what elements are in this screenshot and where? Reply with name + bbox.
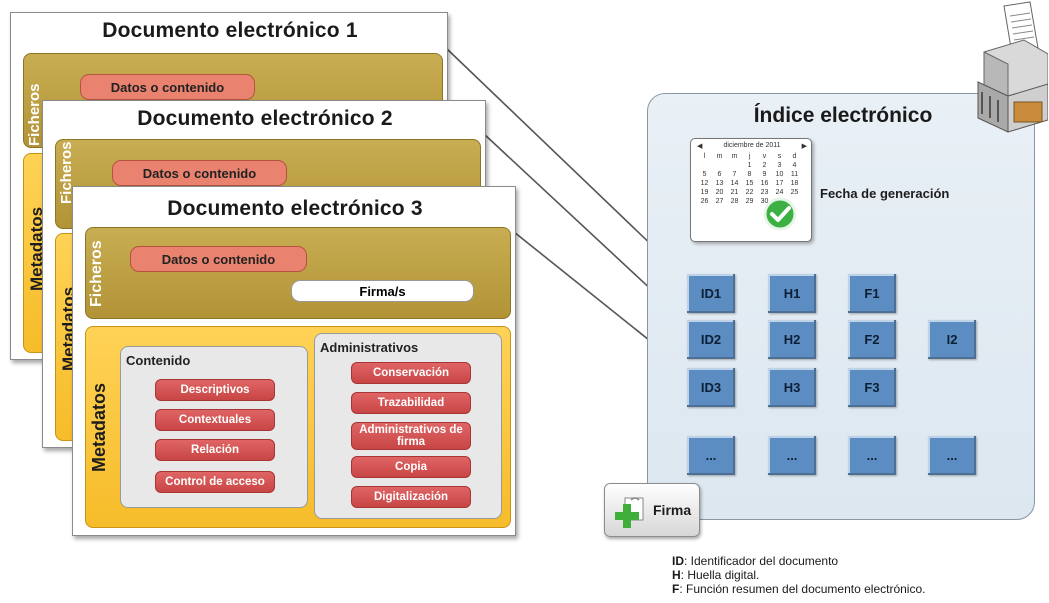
calendar-day: 4 xyxy=(792,162,797,169)
calendar-weekday: l xyxy=(703,153,706,160)
document-3-firmas: Firma/s xyxy=(291,280,474,302)
legend-f: F: Función resumen del documento electró… xyxy=(672,582,926,596)
administrativos-item: Copia xyxy=(351,456,471,478)
arrow-doc1 xyxy=(445,47,687,279)
tile-more: ... xyxy=(848,436,896,475)
administrativos-title: Administrativos xyxy=(320,340,419,355)
calendar-day: 8 xyxy=(747,171,752,178)
calendar-day: 21 xyxy=(730,189,739,196)
server-document-icon xyxy=(970,0,1049,140)
indice-electronico: Índice electrónico ◀diciembre de 2011▶ l… xyxy=(647,93,1035,520)
firma-button[interactable]: Firma xyxy=(604,483,700,537)
document-3-metadatos-label: Metadatos xyxy=(89,382,109,472)
add-signature-icon xyxy=(611,494,647,530)
contenido-item: Descriptivos xyxy=(155,379,275,401)
legend: ID: Identificador del documento H: Huell… xyxy=(672,554,1042,596)
calendar-day: 18 xyxy=(790,180,799,187)
administrativos-item: Conservación xyxy=(351,362,471,384)
calendar-day: 26 xyxy=(700,198,709,205)
tile-f2: F2 xyxy=(848,320,896,359)
fecha-label: Fecha de generación xyxy=(820,186,950,201)
calendar-weekday: d xyxy=(792,153,797,160)
calendar-day: 11 xyxy=(790,171,799,178)
calendar-day: 19 xyxy=(700,189,709,196)
calendar-day: 6 xyxy=(717,171,722,178)
calendar-day: 10 xyxy=(775,171,784,178)
tile-id3: ID3 xyxy=(687,368,735,407)
firma-button-label: Firma xyxy=(653,502,692,518)
calendar-day: 2 xyxy=(762,162,767,169)
calendar-weekday: j xyxy=(748,153,751,160)
calendar-weekday: s xyxy=(777,153,782,160)
calendar-day xyxy=(712,162,727,169)
tile-h3: H3 xyxy=(768,368,816,407)
check-icon xyxy=(763,197,797,231)
document-2-datos-pill: Datos o contenido xyxy=(112,160,287,186)
calendar-day: 3 xyxy=(777,162,782,169)
tile-i2: I2 xyxy=(928,320,976,359)
calendar-day: 23 xyxy=(760,189,769,196)
calendar-day: 17 xyxy=(775,180,784,187)
calendar-day: 30 xyxy=(760,198,769,205)
calendar-day: 15 xyxy=(745,180,754,187)
document-1-datos-pill: Datos o contenido xyxy=(80,74,255,100)
tile-f1: F1 xyxy=(848,274,896,313)
contenido-title: Contenido xyxy=(126,353,191,368)
tile-f3: F3 xyxy=(848,368,896,407)
document-3-ficheros-label: Ficheros xyxy=(88,240,105,308)
calendar-day: 12 xyxy=(700,180,709,187)
contenido-item: Contextuales xyxy=(155,409,275,431)
tile-more: ... xyxy=(768,436,816,475)
tile-h1: H1 xyxy=(768,274,816,313)
legend-id: ID: Identificador del documento xyxy=(672,554,839,568)
document-3-title: Documento electrónico 3 xyxy=(167,197,423,220)
indice-title: Índice electrónico xyxy=(753,104,933,127)
calendar-day: 1 xyxy=(747,162,752,169)
calendar-day: 29 xyxy=(745,198,754,205)
calendar-day: 22 xyxy=(745,189,754,196)
contenido-item: Control de acceso xyxy=(155,471,275,493)
calendar-day: 9 xyxy=(762,171,767,178)
tile-h2: H2 xyxy=(768,320,816,359)
calendar-day: 5 xyxy=(702,171,707,178)
tile-id2: ID2 xyxy=(687,320,735,359)
calendar-day: 27 xyxy=(715,198,724,205)
legend-h: H: Huella digital. xyxy=(672,568,760,582)
calendar-day: 25 xyxy=(790,189,799,196)
calendar-day: 16 xyxy=(760,180,769,187)
calendar-weekday: m xyxy=(716,153,723,160)
document-1-title: Documento electrónico 1 xyxy=(102,19,358,42)
calendar-weekday: v xyxy=(762,153,767,160)
document-3-ficheros: Ficheros Datos o contenido Firma/s xyxy=(85,227,511,319)
calendar-day xyxy=(697,162,712,169)
administrativos-item: Administrativos de firma xyxy=(351,422,471,450)
calendar-month: ◀diciembre de 2011▶ xyxy=(697,142,807,150)
tile-more: ... xyxy=(687,436,735,475)
administrativos-item: Trazabilidad xyxy=(351,392,471,414)
document-3-metadatos: Metadatos Contenido Descriptivos Context… xyxy=(85,326,511,528)
document-3: Documento electrónico 3 Ficheros Datos o… xyxy=(72,186,516,536)
document-2-title: Documento electrónico 2 xyxy=(137,107,393,130)
calendar-day: 7 xyxy=(732,171,737,178)
calendar-day: 13 xyxy=(715,180,724,187)
contenido-box: Contenido Descriptivos Contextuales Rela… xyxy=(120,346,308,508)
tile-id1: ID1 xyxy=(687,274,735,313)
calendar-day: 24 xyxy=(775,189,784,196)
calendar-day: 14 xyxy=(730,180,739,187)
contenido-item: Relación xyxy=(155,439,275,461)
administrativos-box: Administrativos Conservación Trazabilida… xyxy=(314,333,502,519)
calendar-weekday: m xyxy=(731,153,738,160)
calendar-day: 28 xyxy=(730,198,739,205)
administrativos-item: Digitalización xyxy=(351,486,471,508)
calendar-day xyxy=(727,162,742,169)
tile-more: ... xyxy=(928,436,976,475)
calendar-day: 20 xyxy=(715,189,724,196)
document-3-datos-pill: Datos o contenido xyxy=(130,246,307,272)
